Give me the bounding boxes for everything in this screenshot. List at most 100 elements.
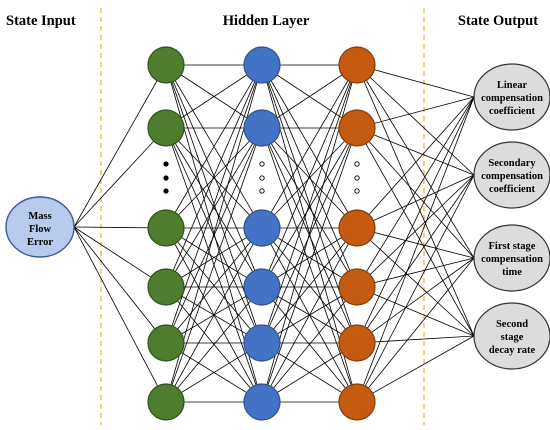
edge [356,174,475,403]
output-node-label: First stage [489,241,536,252]
hidden-node [338,383,376,421]
output-node-label: Linear [497,80,528,91]
output-node-label: compensation [481,171,543,182]
hidden-node [338,209,376,247]
output-node-label: decay rate [489,345,536,356]
edge [261,227,358,344]
hidden-node [338,109,376,147]
edge [261,227,358,288]
edge [356,227,475,337]
edge [261,64,358,288]
edge [73,226,167,344]
header-hidden-layer: Hidden Layer [223,13,310,29]
ellipsis-dot [259,175,265,181]
edge [356,335,475,344]
output-node-label: Secondary [488,158,536,169]
edge [356,257,475,288]
edge [165,227,263,344]
ellipsis-dot [163,188,169,194]
edge [356,64,475,337]
ellipsis-dot [354,188,360,194]
edge [165,127,263,288]
edge [261,286,358,403]
edge [165,64,263,129]
input-node-label: Flow [29,224,52,235]
output-node-label: compensation [481,254,543,265]
ellipsis-dot [354,161,360,167]
edge [261,64,358,129]
edge [356,96,475,229]
hidden-node [147,268,185,306]
hidden-node [243,109,281,147]
hidden-node [243,268,281,306]
edge [261,342,358,403]
edge [73,127,167,228]
edge [165,227,263,288]
output-node-label: coefficient [489,184,536,195]
edge [356,96,475,344]
edge [356,96,475,288]
hidden-node [338,268,376,306]
hidden-node [147,109,185,147]
edge [165,227,263,403]
header-state-input: State Input [6,13,76,29]
edge [165,127,263,229]
ellipsis-dot [163,175,169,181]
ellipsis-dot [163,161,169,167]
header-state-output: State Output [458,13,538,29]
edge [356,64,475,176]
ellipsis-dot [259,188,265,194]
output-node-label: Second [496,319,528,330]
hidden-node [243,383,281,421]
edge [165,127,263,403]
edge [261,64,358,229]
input-node [5,196,75,258]
network-nodes: MassFlowErrorLinearcompensationcoefficie… [5,46,550,421]
output-node-label: compensation [481,93,543,104]
hidden-node [147,324,185,362]
edge [356,96,475,129]
edge [356,127,475,259]
hidden-node [243,46,281,84]
hidden-node [243,324,281,362]
edge [356,257,475,403]
hidden-node [147,46,185,84]
edge [356,174,475,288]
hidden-node [338,46,376,84]
edge [356,96,475,403]
edge [356,335,475,403]
edge [356,227,475,259]
edge [356,286,475,337]
edge [261,127,358,288]
hidden-node [243,209,281,247]
output-node [473,224,550,292]
edge [356,174,475,344]
output-node-label: coefficient [489,106,536,117]
edge [356,127,475,176]
output-node-label: time [502,267,522,278]
edge [165,64,263,229]
edge [165,286,263,403]
hidden-node [147,383,185,421]
output-node-label: stage [501,332,524,343]
edge [165,342,263,403]
output-node [473,141,550,209]
output-node [473,302,550,370]
edge [356,257,475,344]
edge [73,226,167,403]
edge [165,127,263,344]
edge [165,64,263,344]
edge [261,227,358,403]
edge [356,127,475,337]
output-node [473,63,550,131]
edge [261,127,358,403]
ellipsis-dot [354,175,360,181]
hidden-node [338,324,376,362]
edge [356,64,475,259]
ellipsis-dot [259,161,265,167]
edge [356,64,475,98]
edge [261,127,358,229]
edge [165,64,263,288]
edge [73,64,167,228]
